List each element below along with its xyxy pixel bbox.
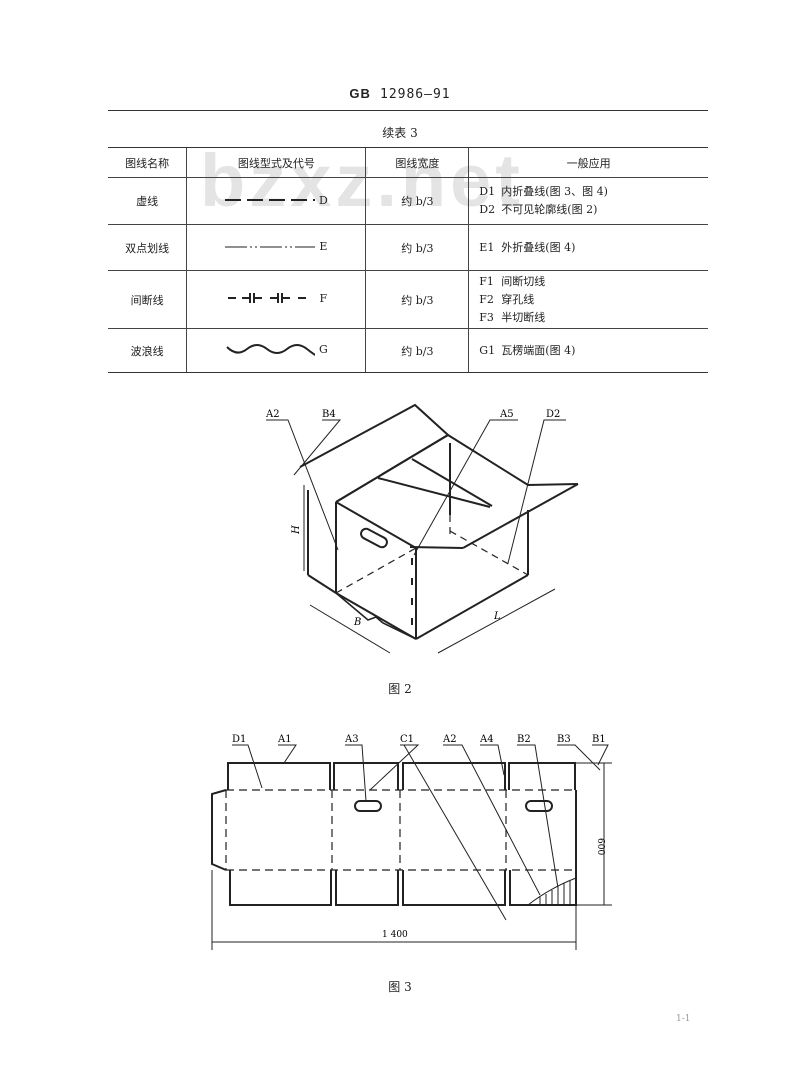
- label-b1: B1: [592, 734, 606, 745]
- page-number: 1-1: [676, 1014, 691, 1024]
- label-c1: C1: [400, 734, 414, 745]
- label-a2: A2: [265, 409, 280, 420]
- line-sample: F: [226, 291, 328, 305]
- col-header-style: 图线型式及代号: [186, 147, 366, 178]
- standard-prefix: GB: [349, 86, 371, 101]
- line-width: 约 b/3: [365, 270, 469, 329]
- standard-number: 12986—91: [380, 87, 451, 102]
- figure-2-caption: 图 2: [388, 682, 412, 696]
- dimension-height: 600: [595, 838, 605, 855]
- line-code: E: [319, 240, 328, 254]
- dimension-width: 1 400: [382, 930, 408, 940]
- label-b4: B4: [322, 409, 336, 420]
- label-b2: B2: [517, 734, 531, 745]
- line-name: 双点划线: [108, 224, 187, 271]
- double-dot-dash-line-icon: [225, 246, 316, 248]
- label-b: B: [353, 617, 361, 628]
- line-name: 间断线: [108, 270, 187, 329]
- line-code: F: [319, 291, 328, 305]
- wavy-line-icon: [226, 344, 315, 356]
- line-code: G: [318, 342, 328, 356]
- line-sample: G: [225, 341, 328, 357]
- interrupted-line-icon: [227, 293, 306, 304]
- figure-3-blank-drawing: D1 A1 A3 C1 A2 A4 B2 B3 B1 1 400 600: [211, 734, 612, 950]
- label-a2: A2: [442, 734, 457, 745]
- standard-header: GB 12986—91: [0, 86, 800, 102]
- dashed-line-icon: [224, 199, 315, 202]
- col-header-name: 图线名称: [108, 147, 187, 178]
- label-d2: D2: [546, 409, 560, 420]
- label-l: L: [493, 611, 501, 622]
- label-a4: A4: [479, 734, 494, 745]
- col-header-width: 图线宽度: [365, 147, 469, 178]
- label-d1: D1: [232, 734, 246, 745]
- table-caption: 续表 3: [382, 126, 418, 140]
- label-b3: B3: [557, 734, 571, 745]
- line-width: 约 b/3: [365, 224, 469, 271]
- line-sample: E: [225, 240, 327, 253]
- label-a5: A5: [499, 409, 514, 420]
- figure-3-caption: 图 3: [388, 980, 412, 994]
- col-header-application: 一般应用: [468, 147, 708, 178]
- table-header-row: 图线名称 图线型式及代号 图线宽度 一般应用: [108, 147, 708, 178]
- label-a1: A1: [277, 734, 292, 745]
- header-rule: [108, 110, 708, 111]
- line-sample: D: [224, 193, 328, 207]
- line-name: 波浪线: [108, 328, 187, 373]
- line-width: 约 b/3: [365, 177, 469, 225]
- figure-2-box-drawing: A2 B4 A5 D2 H B L: [265, 403, 579, 654]
- line-width: 约 b/3: [365, 328, 469, 373]
- label-a3: A3: [344, 734, 359, 745]
- label-h: H: [291, 525, 302, 535]
- line-name: 虚线: [108, 177, 187, 225]
- line-code: D: [318, 193, 328, 207]
